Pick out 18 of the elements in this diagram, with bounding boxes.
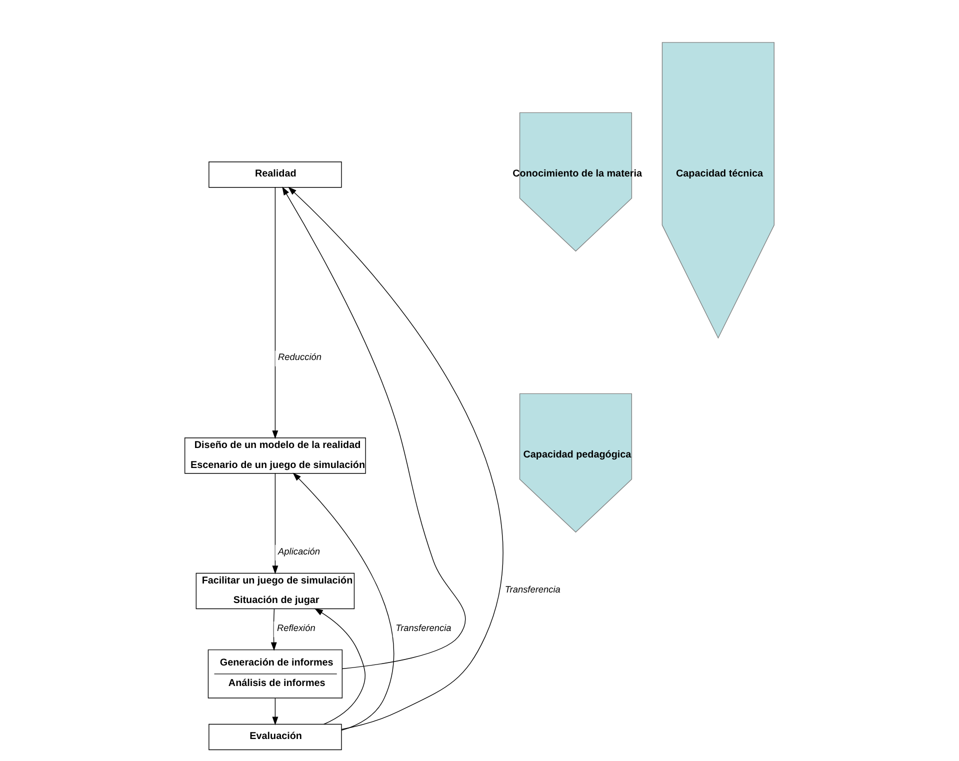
edge-label: Reflexión bbox=[276, 622, 316, 633]
edge-label: Aplicación bbox=[278, 546, 320, 556]
node-box: Evaluación bbox=[208, 724, 342, 750]
arrow bbox=[292, 472, 394, 731]
arrow bbox=[270, 608, 277, 651]
node-box: Diseño de un modelo de la realidad Escenario de un juego de simulación bbox=[184, 438, 366, 474]
edge-label: Transferencia bbox=[504, 584, 560, 595]
arrow bbox=[282, 186, 466, 670]
node-box: Facilitar un juego de simulación Situación de jugar bbox=[196, 572, 355, 610]
edge-label: Transferencia bbox=[396, 622, 452, 633]
node-box: Generación de informes Análisis de informes bbox=[208, 649, 343, 698]
arrow bbox=[288, 186, 504, 730]
node-label: Conocimiento de la materia bbox=[512, 168, 642, 180]
node-box: Realidad bbox=[208, 162, 342, 188]
arrow bbox=[314, 608, 366, 725]
edge-label: Reducción bbox=[278, 352, 322, 362]
arrow bbox=[272, 698, 278, 726]
arrow bbox=[272, 187, 278, 439]
